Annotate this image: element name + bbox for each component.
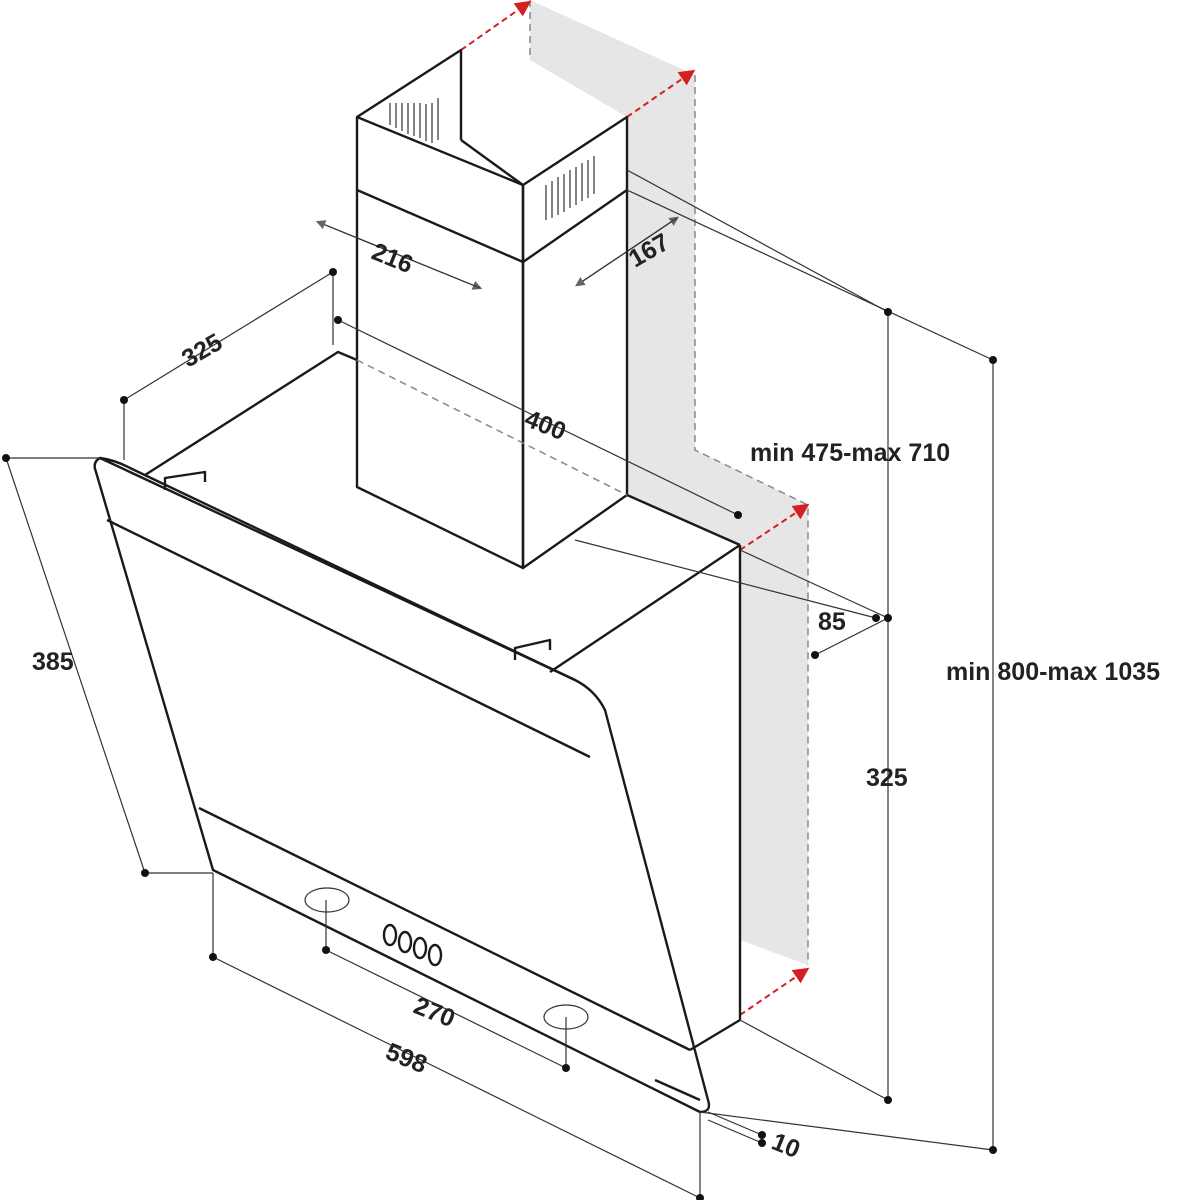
label-glass-height: 385 — [32, 648, 74, 676]
dimension-dots — [2, 268, 997, 1200]
vent-slots — [389, 98, 595, 220]
label-wall-offset: 85 — [818, 608, 846, 636]
label-total-width: 598 — [382, 1038, 431, 1080]
label-top-depth: 325 — [177, 328, 227, 373]
hood-body — [144, 350, 742, 1052]
chimney — [355, 48, 629, 570]
glass-panel — [93, 456, 711, 1114]
label-body-height: 325 — [866, 764, 908, 792]
wall-arrows — [460, 0, 810, 1016]
label-total-height-range: min 800-max 1035 — [946, 658, 1160, 686]
label-glass-thickness: 10 — [768, 1128, 804, 1164]
control-buttons — [304, 887, 589, 1030]
label-chimney-width: 216 — [368, 238, 417, 280]
label-top-width: 400 — [521, 405, 570, 447]
label-controls-width: 270 — [410, 992, 459, 1034]
dimension-lines — [5, 169, 994, 1199]
wall-outline — [529, 0, 809, 965]
wall-area — [530, 0, 808, 965]
label-chimney-height-range: min 475-max 710 — [750, 439, 950, 467]
